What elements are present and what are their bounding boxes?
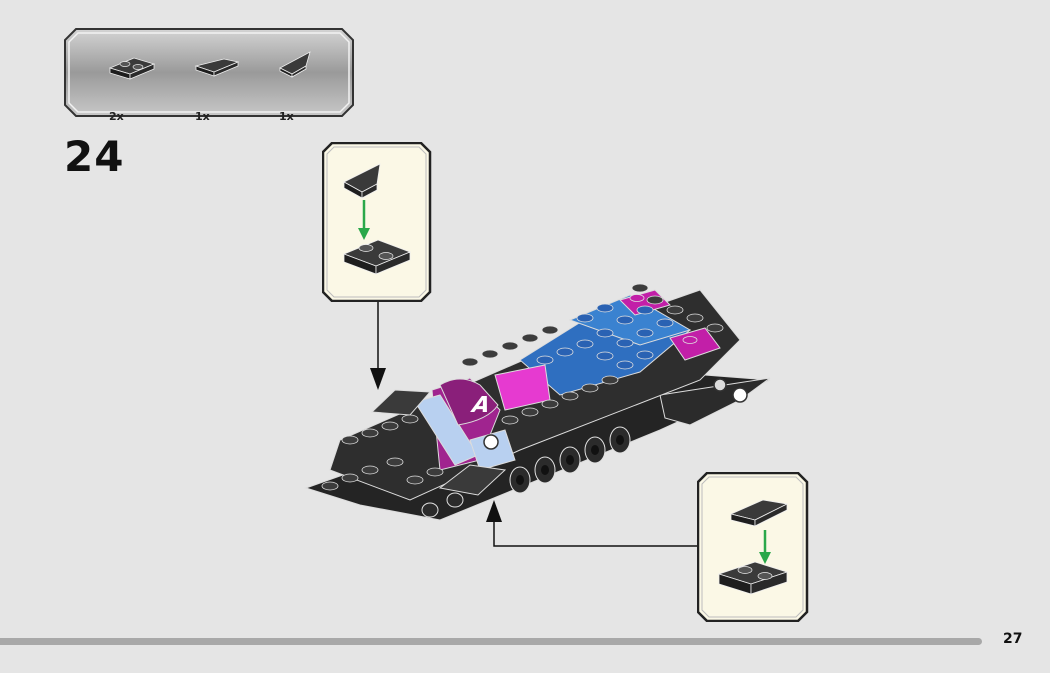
callout-box-bottom bbox=[697, 472, 809, 622]
step-number: 24 bbox=[64, 132, 125, 181]
parts-list: 2x 1x 1x bbox=[64, 28, 354, 123]
page-number: 27 bbox=[1003, 631, 1023, 647]
part-quantity: 2x bbox=[109, 110, 124, 123]
part-quantity: 1x bbox=[195, 110, 210, 123]
down-arrow-green-icon bbox=[358, 200, 370, 240]
down-arrow-green-icon bbox=[759, 530, 771, 564]
wedge-plate-icon bbox=[729, 499, 789, 527]
pointer-arrow-left bbox=[370, 302, 386, 390]
wedge-tile-icon bbox=[279, 51, 311, 78]
page-footer-bar bbox=[0, 638, 982, 645]
pointer-arrow-right bbox=[486, 500, 700, 547]
car-model: A bbox=[304, 283, 771, 521]
plate-1x2-icon bbox=[108, 57, 156, 80]
part-quantity: 1x bbox=[279, 110, 294, 123]
callout-box-top bbox=[322, 142, 432, 302]
wedge-tile-icon bbox=[343, 163, 381, 199]
plate-1x2-icon bbox=[342, 239, 412, 275]
wedge-plate-icon bbox=[194, 58, 240, 77]
plate-1x2-icon bbox=[717, 561, 789, 595]
